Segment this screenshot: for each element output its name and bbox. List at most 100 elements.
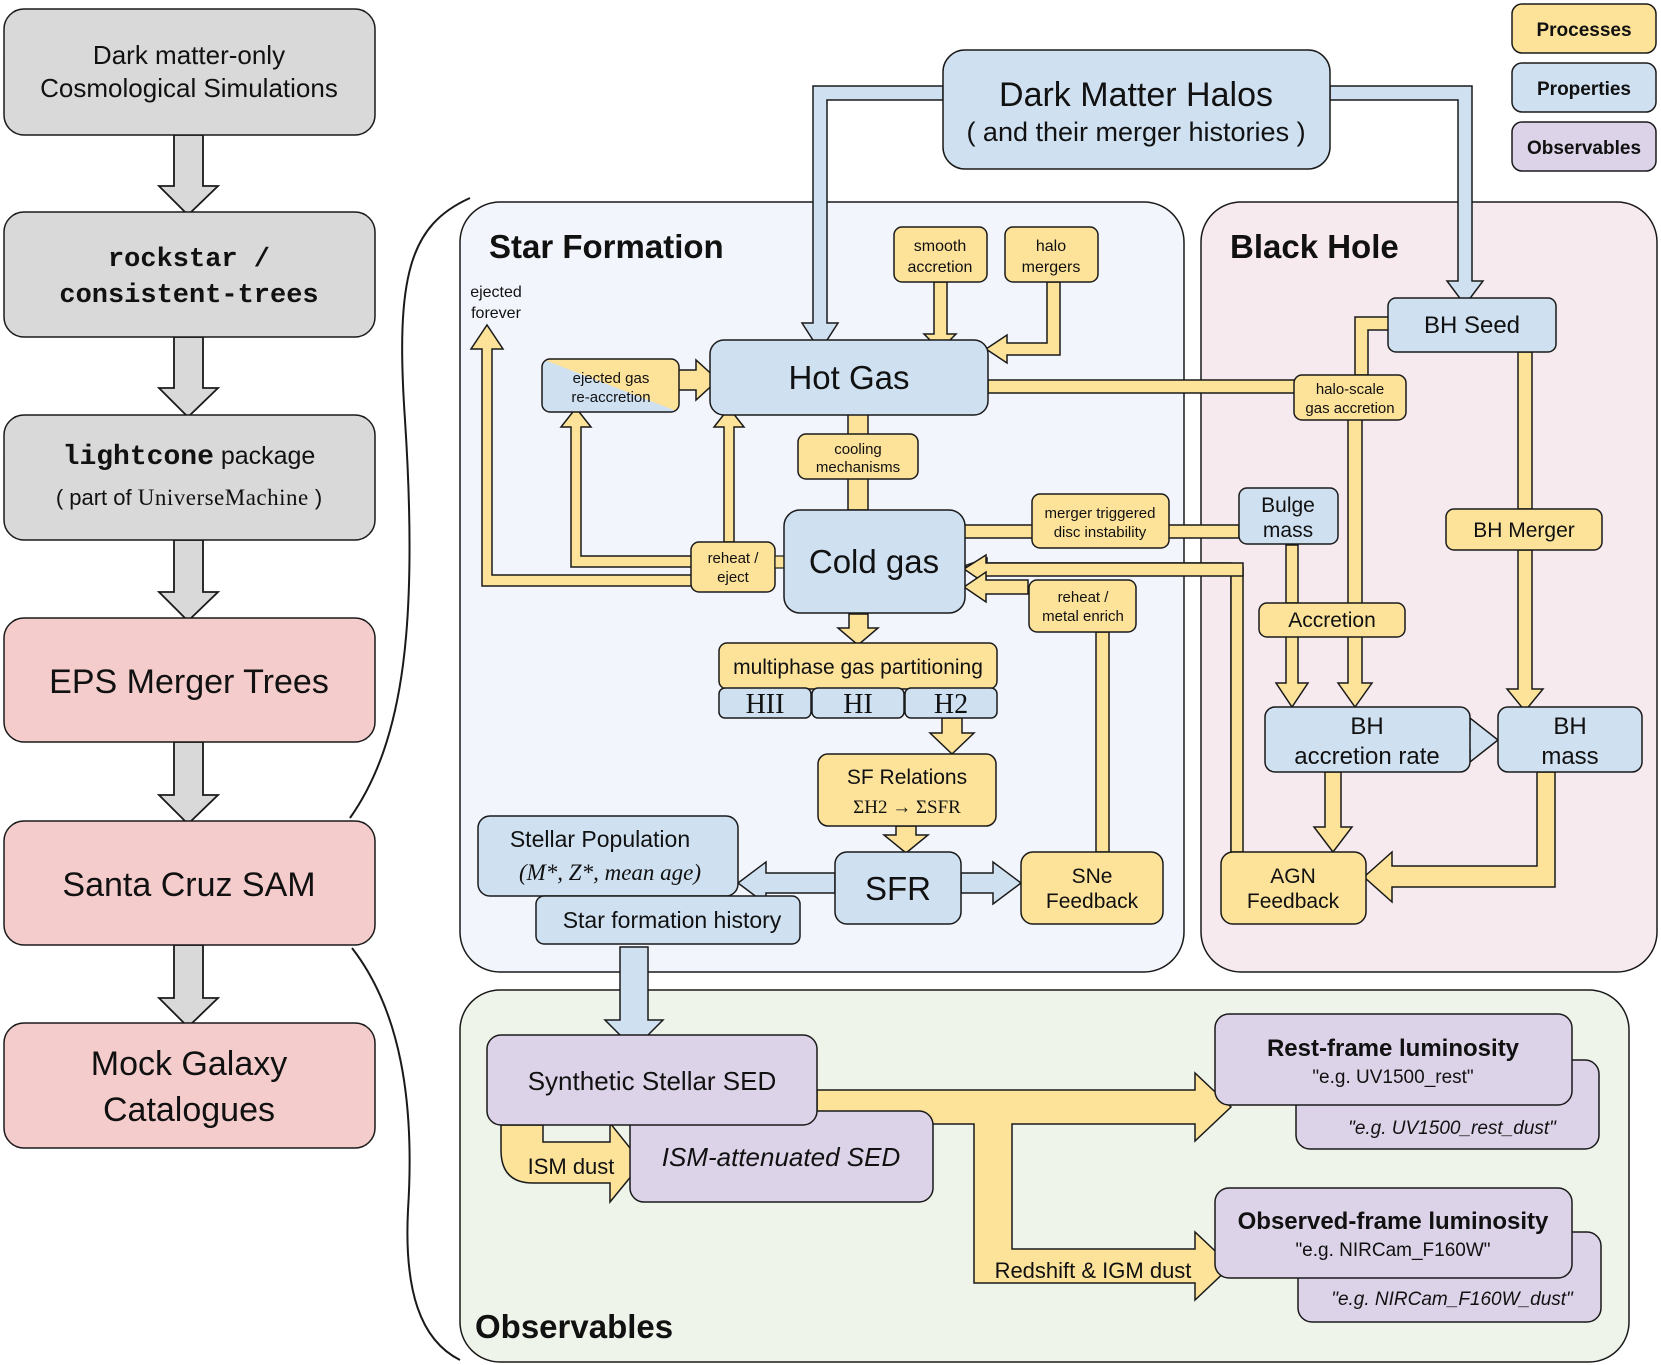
- arrow-ejected-reaccretion: [559, 406, 693, 568]
- smooth-accretion-box: [893, 226, 988, 283]
- obs-frame-title: Observed-frame luminosity: [1238, 1208, 1549, 1235]
- connector-cooling-coldgas: [847, 475, 869, 511]
- sf-history-box: [535, 895, 801, 945]
- sam-box: [3, 820, 376, 946]
- halo-mergers-line1: halo: [1036, 238, 1066, 255]
- bh-seed-label: BH Seed: [1424, 312, 1520, 339]
- sne-line2: Feedback: [1046, 890, 1139, 913]
- bh-merger-label: BH Merger: [1473, 519, 1575, 542]
- dm-sims-line1: Dark matter-only: [93, 40, 285, 70]
- bh-merger-box: [1445, 508, 1603, 551]
- smooth-accretion-line1: smooth: [914, 238, 966, 255]
- arrow-accretion-bhrate: [1274, 633, 1310, 709]
- legend-observables: [1511, 121, 1657, 172]
- bh-acc-rate-box: [1264, 706, 1471, 773]
- rest-frame-box: [1214, 1013, 1573, 1106]
- cold-gas-label: Cold gas: [809, 543, 939, 580]
- mock-line2: Catalogues: [103, 1091, 275, 1129]
- legend-observables-label: Observables: [1527, 138, 1641, 159]
- reheat-metal-line2: metal enrich: [1042, 608, 1124, 625]
- phase-hi-label: HI: [843, 689, 873, 720]
- bh-mass-line1: BH: [1553, 713, 1586, 740]
- arrow-halo-scale-bhrate: [1336, 417, 1374, 709]
- lightcone-line2: ( part of UniverseMachine ): [56, 485, 322, 510]
- sf-history-label: Star formation history: [563, 907, 782, 933]
- merger-disc-box: [1031, 493, 1170, 549]
- pipeline-arrow-4: [156, 741, 221, 826]
- connector-bulge-accretion: [1285, 544, 1299, 604]
- merger-disc-line2: disc instability: [1054, 524, 1147, 541]
- arrow-ism-dust: [500, 1120, 643, 1205]
- arrow-merger-bhmass: [1505, 549, 1545, 713]
- bulge-mass-box: [1238, 487, 1339, 545]
- lightcone-pkg: lightcone: [63, 442, 214, 473]
- pipeline-arrows: [156, 134, 221, 1029]
- hot-gas-label: Hot Gas: [788, 359, 909, 396]
- arrow-coldgas-multiphase: [835, 613, 881, 646]
- brace-curve-bottom: [351, 947, 461, 1361]
- lightcone-part-of: ( part of: [56, 485, 138, 510]
- arrow-ejected-forever: [469, 323, 693, 587]
- phase-hii-label: HII: [746, 689, 785, 720]
- sfr-box: [834, 851, 962, 925]
- agn-line2: Feedback: [1247, 890, 1340, 913]
- arrow-h2-sfrelations: [928, 717, 976, 756]
- accretion-box: [1258, 602, 1406, 638]
- halo-scale-line2: gas accretion: [1305, 400, 1394, 417]
- ism-dust-label: ISM dust: [528, 1154, 615, 1179]
- cooling-line1: cooling: [834, 441, 882, 458]
- bh-acc-rate-line2: accretion rate: [1294, 743, 1439, 770]
- legend-properties: [1511, 62, 1657, 113]
- dm-halos-title: Dark Matter Halos: [999, 76, 1273, 114]
- cooling-line2: mechanisms: [816, 459, 900, 476]
- rockstar-line1: rockstar /: [108, 245, 270, 275]
- bh-acc-rate-line1: BH: [1350, 713, 1383, 740]
- dm-sims-box: [3, 8, 376, 136]
- obs-frame-eg: "e.g. NIRCam_F160W": [1295, 1240, 1490, 1261]
- halo-scale-box: [1293, 374, 1407, 421]
- multiphase-label: multiphase gas partitioning: [733, 656, 983, 679]
- obs-dust-label: "e.g. NIRCam_F160W_dust": [1331, 1289, 1574, 1310]
- eps-label: EPS Merger Trees: [49, 663, 329, 701]
- sam-label: Santa Cruz SAM: [62, 866, 315, 904]
- mock-line1: Mock Galaxy: [91, 1045, 288, 1083]
- reheat-eject-line2: eject: [717, 569, 750, 586]
- pipeline-arrow-3: [156, 539, 221, 623]
- ejected-gas-box: [541, 358, 680, 413]
- hot-gas-box: [709, 339, 989, 416]
- arrow-metal-coldgas: [962, 570, 1029, 604]
- phase-hii-box: [718, 687, 812, 719]
- phase-h2-label: H2: [934, 689, 968, 720]
- sf-relations-line2: ΣH2 → ΣSFR: [853, 797, 961, 818]
- phase-h2-box: [904, 687, 998, 719]
- reheat-metal-box: [1028, 579, 1137, 633]
- ejected-gas-line2: re-accretion: [571, 389, 650, 406]
- ejected-forever-line2: forever: [471, 305, 521, 322]
- reheat-metal-line1: reheat /: [1058, 589, 1110, 606]
- agn-line1: AGN: [1270, 865, 1316, 888]
- rest-frame-eg: "e.g. UV1500_rest": [1312, 1067, 1473, 1088]
- arrow-dmhalos-bhseed: [1329, 85, 1485, 307]
- pipeline-arrow-1: [156, 134, 221, 217]
- observables-title: Observables: [475, 1308, 673, 1345]
- rest-dust-label: "e.g. UV1500_rest_dust": [1348, 1118, 1557, 1139]
- halo-scale-line1: halo-scale: [1316, 381, 1384, 398]
- rest-frame-title: Rest-frame luminosity: [1267, 1035, 1520, 1062]
- arrow-sfr-sne: [960, 860, 1023, 906]
- sne-line1: SNe: [1072, 865, 1113, 888]
- bh-seed-box: [1387, 297, 1557, 353]
- legend-properties-label: Properties: [1537, 79, 1631, 100]
- arrow-sfrel-sfr: [881, 825, 931, 854]
- bh-mass-box: [1497, 706, 1643, 773]
- arrow-bhmass-agn: [1362, 771, 1556, 904]
- bh-mass-line2: mass: [1541, 743, 1598, 770]
- cooling-box: [797, 433, 919, 480]
- mock-box: [3, 1022, 376, 1149]
- process-connectors: [469, 281, 1556, 1302]
- stellar-pop-line2: (M*, Z*, mean age): [519, 860, 701, 885]
- pipeline-arrow-2: [156, 336, 221, 419]
- pipeline-arrow-5: [156, 944, 221, 1029]
- black-hole-title: Black Hole: [1230, 228, 1399, 265]
- bulge-mass-line1: Bulge: [1261, 494, 1315, 517]
